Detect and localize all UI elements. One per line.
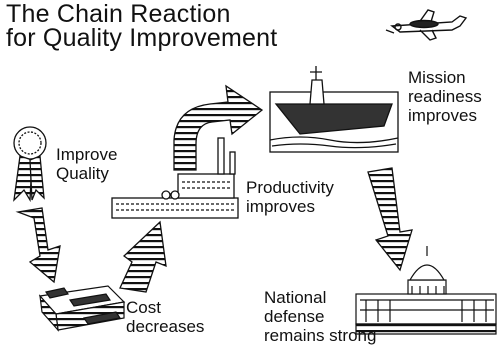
title-line-2: for Quality Improvement xyxy=(6,24,278,52)
factory-icon xyxy=(111,137,239,219)
arrow-quality-to-cost xyxy=(15,207,61,284)
national-defense-label: National defense remains strong xyxy=(264,288,376,345)
mission-line-2: readiness xyxy=(408,87,482,106)
ribbon-award-icon xyxy=(13,126,47,203)
productivity-label: Productivity improves xyxy=(246,178,334,216)
aircraft-carrier-icon xyxy=(269,66,399,153)
defense-line-1: National xyxy=(264,288,327,307)
airplane-icon xyxy=(385,9,468,41)
defense-line-3: remains strong xyxy=(264,326,377,345)
cost-line-1: Cost xyxy=(126,298,161,317)
diagram-title: The Chain Reaction for Quality Improveme… xyxy=(6,0,278,52)
title-line-1: The Chain Reaction xyxy=(6,0,231,28)
cost-line-2: decreases xyxy=(126,317,205,336)
improve-quality-line-2: Quality xyxy=(56,164,109,183)
mission-line-1: Mission xyxy=(408,68,466,87)
cost-decreases-label: Cost decreases xyxy=(126,298,204,336)
defense-line-2: defense xyxy=(264,307,325,326)
arrow-productivity-to-mission xyxy=(173,84,264,171)
productivity-line-1: Productivity xyxy=(246,178,334,197)
mission-line-3: improves xyxy=(408,106,477,125)
arrow-cost-to-productivity xyxy=(119,220,167,293)
productivity-line-2: improves xyxy=(246,197,315,216)
money-stack-icon xyxy=(38,285,126,332)
improve-quality-label: Improve Quality xyxy=(56,145,117,183)
improve-quality-line-1: Improve xyxy=(56,145,118,164)
capitol-building-icon xyxy=(355,246,497,335)
mission-readiness-label: Mission readiness improves xyxy=(408,68,482,125)
arrow-mission-to-defense xyxy=(367,167,413,272)
